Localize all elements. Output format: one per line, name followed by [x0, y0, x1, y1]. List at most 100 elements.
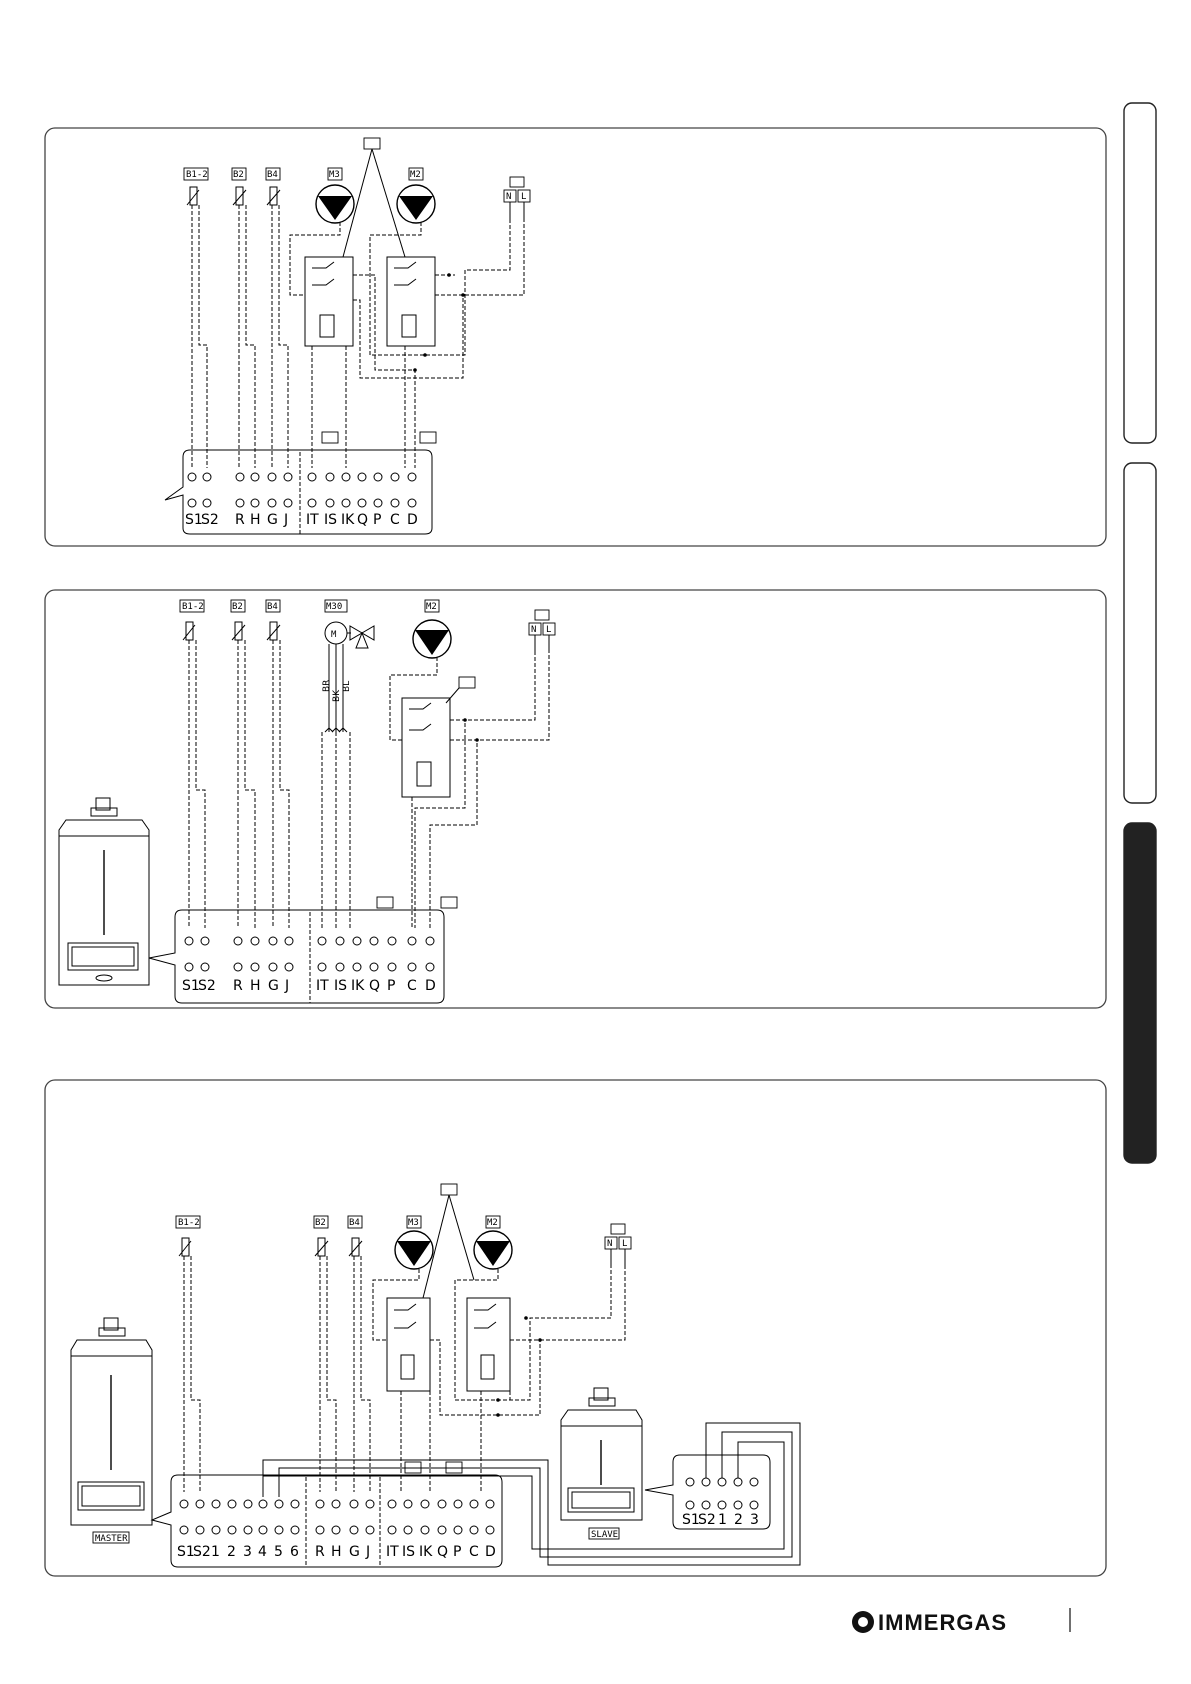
terminal-it: IT: [306, 512, 319, 528]
terminal-it: IT: [316, 978, 329, 994]
relay-2: [467, 1298, 510, 1391]
master-label: MASTER: [95, 1534, 128, 1544]
sensor-label: B4: [267, 602, 278, 612]
terminal-ik: IK: [419, 1544, 433, 1560]
terminal-2: 2: [227, 1544, 236, 1560]
terminal-is: IS: [402, 1544, 415, 1560]
terminal-r: R: [233, 978, 243, 994]
pump-label: M3: [329, 170, 340, 180]
master-boiler-illustration: MASTER: [71, 1318, 152, 1544]
relay-1: [402, 698, 450, 797]
terminal-j: J: [284, 978, 289, 994]
terminal-s2: S2: [193, 1544, 211, 1560]
svg-text:M: M: [331, 630, 337, 640]
sensor-label: B2: [315, 1218, 326, 1228]
terminal-6: 6: [290, 1544, 299, 1560]
cable-br: BR: [322, 680, 332, 692]
terminal-c: C: [390, 512, 400, 528]
neutral-label: N: [607, 1239, 612, 1249]
valve-label: M30: [326, 602, 342, 612]
terminal-is: IS: [334, 978, 347, 994]
sensor-b1-2: B1-2: [176, 1216, 200, 1256]
terminal-p: P: [453, 1544, 461, 1560]
terminal-h: H: [250, 512, 261, 528]
terminal-q: Q: [357, 512, 368, 528]
callout-box: [364, 138, 380, 149]
live-label: L: [622, 1239, 627, 1249]
terminal-g: G: [349, 1544, 360, 1560]
terminal-screws: [686, 1478, 758, 1509]
terminal-r: R: [235, 512, 245, 528]
terminal-4: 4: [258, 1544, 267, 1560]
slave-terminal-s2: S2: [698, 1512, 716, 1528]
pump-m2: M2: [397, 168, 435, 223]
side-tab-2[interactable]: [1124, 463, 1156, 803]
terminal-d: D: [407, 512, 418, 528]
terminal-d: D: [425, 978, 436, 994]
sensor-label: B2: [233, 170, 244, 180]
sensor-label: B4: [267, 170, 278, 180]
terminal-p: P: [373, 512, 381, 528]
diagram-panel-1: B1-2 B2 B4 M3 M2: [45, 128, 1106, 546]
pump-label: M3: [408, 1218, 419, 1228]
sensor-b4: B4: [348, 1216, 362, 1256]
power-supply: N L: [504, 177, 530, 220]
terminal-screws: [188, 473, 416, 507]
relay-1: [305, 257, 353, 346]
slave-terminal-1: 1: [718, 1512, 727, 1528]
pump-label: M2: [487, 1218, 498, 1228]
slave-terminal-2: 2: [734, 1512, 743, 1528]
sensor-b2: B2: [231, 600, 245, 640]
boiler-illustration: [59, 798, 149, 985]
terminal-p: P: [387, 978, 395, 994]
sensor-label: B1-2: [178, 1218, 200, 1228]
sensor-label: B1-2: [186, 170, 208, 180]
neutral-label: N: [531, 625, 536, 635]
terminal-is: IS: [324, 512, 337, 528]
terminal-screws: [180, 1500, 494, 1534]
terminal-h: H: [331, 1544, 342, 1560]
terminal-h: H: [250, 978, 261, 994]
pump-label: M2: [426, 602, 437, 612]
terminal-q: Q: [369, 978, 380, 994]
terminal-j: J: [365, 1544, 370, 1560]
terminal-j: J: [283, 512, 288, 528]
relay-2: [387, 257, 435, 346]
side-tab-1[interactable]: [1124, 103, 1156, 443]
relay-1: [387, 1298, 430, 1391]
sensor-label: B2: [232, 602, 243, 612]
mixing-valve-m30: M30 M BR BK BL: [322, 600, 374, 732]
slave-label: SLAVE: [591, 1530, 618, 1540]
diagram-panel-2: B1-2 B2 B4 M30 M BR BK BL: [45, 590, 1106, 1008]
terminal-5: 5: [274, 1544, 283, 1560]
sensor-label: B4: [349, 1218, 360, 1228]
live-label: L: [521, 192, 526, 202]
pump-m2: M2: [413, 600, 451, 658]
cable-bk: BK: [332, 689, 342, 702]
live-label: L: [546, 625, 551, 635]
terminal-3: 3: [243, 1544, 252, 1560]
diagram-panel-3: B1-2 B2 B4 M3 M2: [45, 1080, 1106, 1576]
panel-1-frame: [45, 128, 1106, 546]
terminal-1: 1: [211, 1544, 220, 1560]
terminal-it: IT: [386, 1544, 399, 1560]
slave-terminal-3: 3: [750, 1512, 759, 1528]
brand-name: IMMERGAS: [878, 1610, 1007, 1635]
side-tab-3-active[interactable]: [1124, 823, 1156, 1163]
terminal-r: R: [315, 1544, 325, 1560]
sensor-b2: B2: [314, 1216, 328, 1256]
terminal-ik: IK: [351, 978, 365, 994]
terminal-c: C: [469, 1544, 479, 1560]
sensor-b4: B4: [266, 168, 280, 205]
terminal-c: C: [407, 978, 417, 994]
neutral-label: N: [506, 192, 511, 202]
sensor-b1-2: B1-2: [180, 600, 204, 640]
slave-boiler-illustration: SLAVE: [561, 1388, 642, 1540]
pump-label: M2: [410, 170, 421, 180]
power-supply: N L: [529, 610, 555, 653]
terminal-ik: IK: [341, 512, 355, 528]
sensor-b2: B2: [232, 168, 246, 205]
pump-m3: M3: [395, 1216, 433, 1269]
terminal-g: G: [268, 978, 279, 994]
